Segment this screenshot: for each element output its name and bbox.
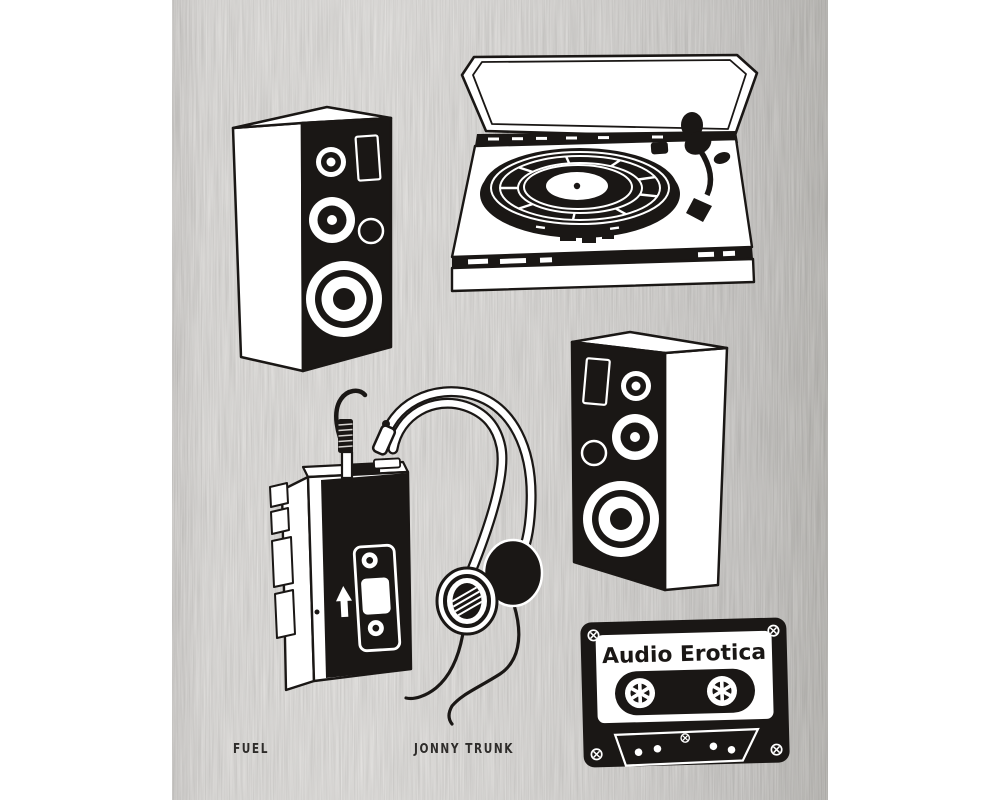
speaker-left-woofer — [306, 261, 382, 337]
platter-cutouts — [560, 230, 614, 243]
speaker-right-tweeter — [621, 371, 651, 401]
platter-strobe-spokes — [500, 156, 658, 221]
anti-skate-knob — [713, 152, 731, 164]
speaker-right-badge — [582, 357, 611, 406]
turntable-tonearm — [650, 112, 731, 222]
turntable-platter — [480, 148, 680, 243]
turntable-plinth — [450, 257, 756, 293]
cassette-illustration: Audio Erotica — [580, 617, 790, 768]
play-direction-arrow — [336, 586, 352, 618]
headphones-illustration — [371, 386, 544, 726]
author-name: JONNY TRUNK — [413, 741, 514, 757]
cassette-window — [352, 543, 402, 653]
turntable-controls — [450, 247, 756, 293]
speaker-left-badge — [354, 134, 382, 182]
ear-cup-grille — [452, 583, 482, 619]
speaker-left-midrange — [309, 197, 355, 243]
walkman-side-buttons — [269, 482, 296, 639]
speaker-left-tweeter — [316, 147, 346, 177]
ear-cup-near — [435, 566, 499, 636]
speaker-right-woofer — [583, 481, 659, 557]
jack-socket — [351, 463, 381, 476]
cassette-base-trapezoid — [613, 727, 760, 767]
speaker-right-port — [580, 439, 608, 467]
spindle — [573, 182, 581, 190]
turntable-lid — [460, 53, 759, 140]
cover-art: Audio Erotica FUEL JONNY TRUNK — [172, 0, 828, 800]
speaker-right-illustration — [570, 330, 729, 592]
turntable-illustration — [450, 53, 759, 293]
publisher-name: FUEL — [233, 741, 269, 757]
walkman-illustration — [269, 388, 413, 692]
headband — [371, 386, 537, 578]
cassette-holes — [634, 742, 736, 757]
headphone-plug — [334, 388, 368, 480]
speed-selector — [650, 141, 669, 155]
cassette-title: Audio Erotica — [602, 640, 767, 669]
headphone-cords — [404, 603, 521, 726]
speaker-left-illustration — [231, 105, 393, 373]
walkman-faceplate — [321, 473, 411, 678]
speaker-right-midrange — [612, 414, 658, 460]
speaker-left-port — [357, 217, 385, 245]
